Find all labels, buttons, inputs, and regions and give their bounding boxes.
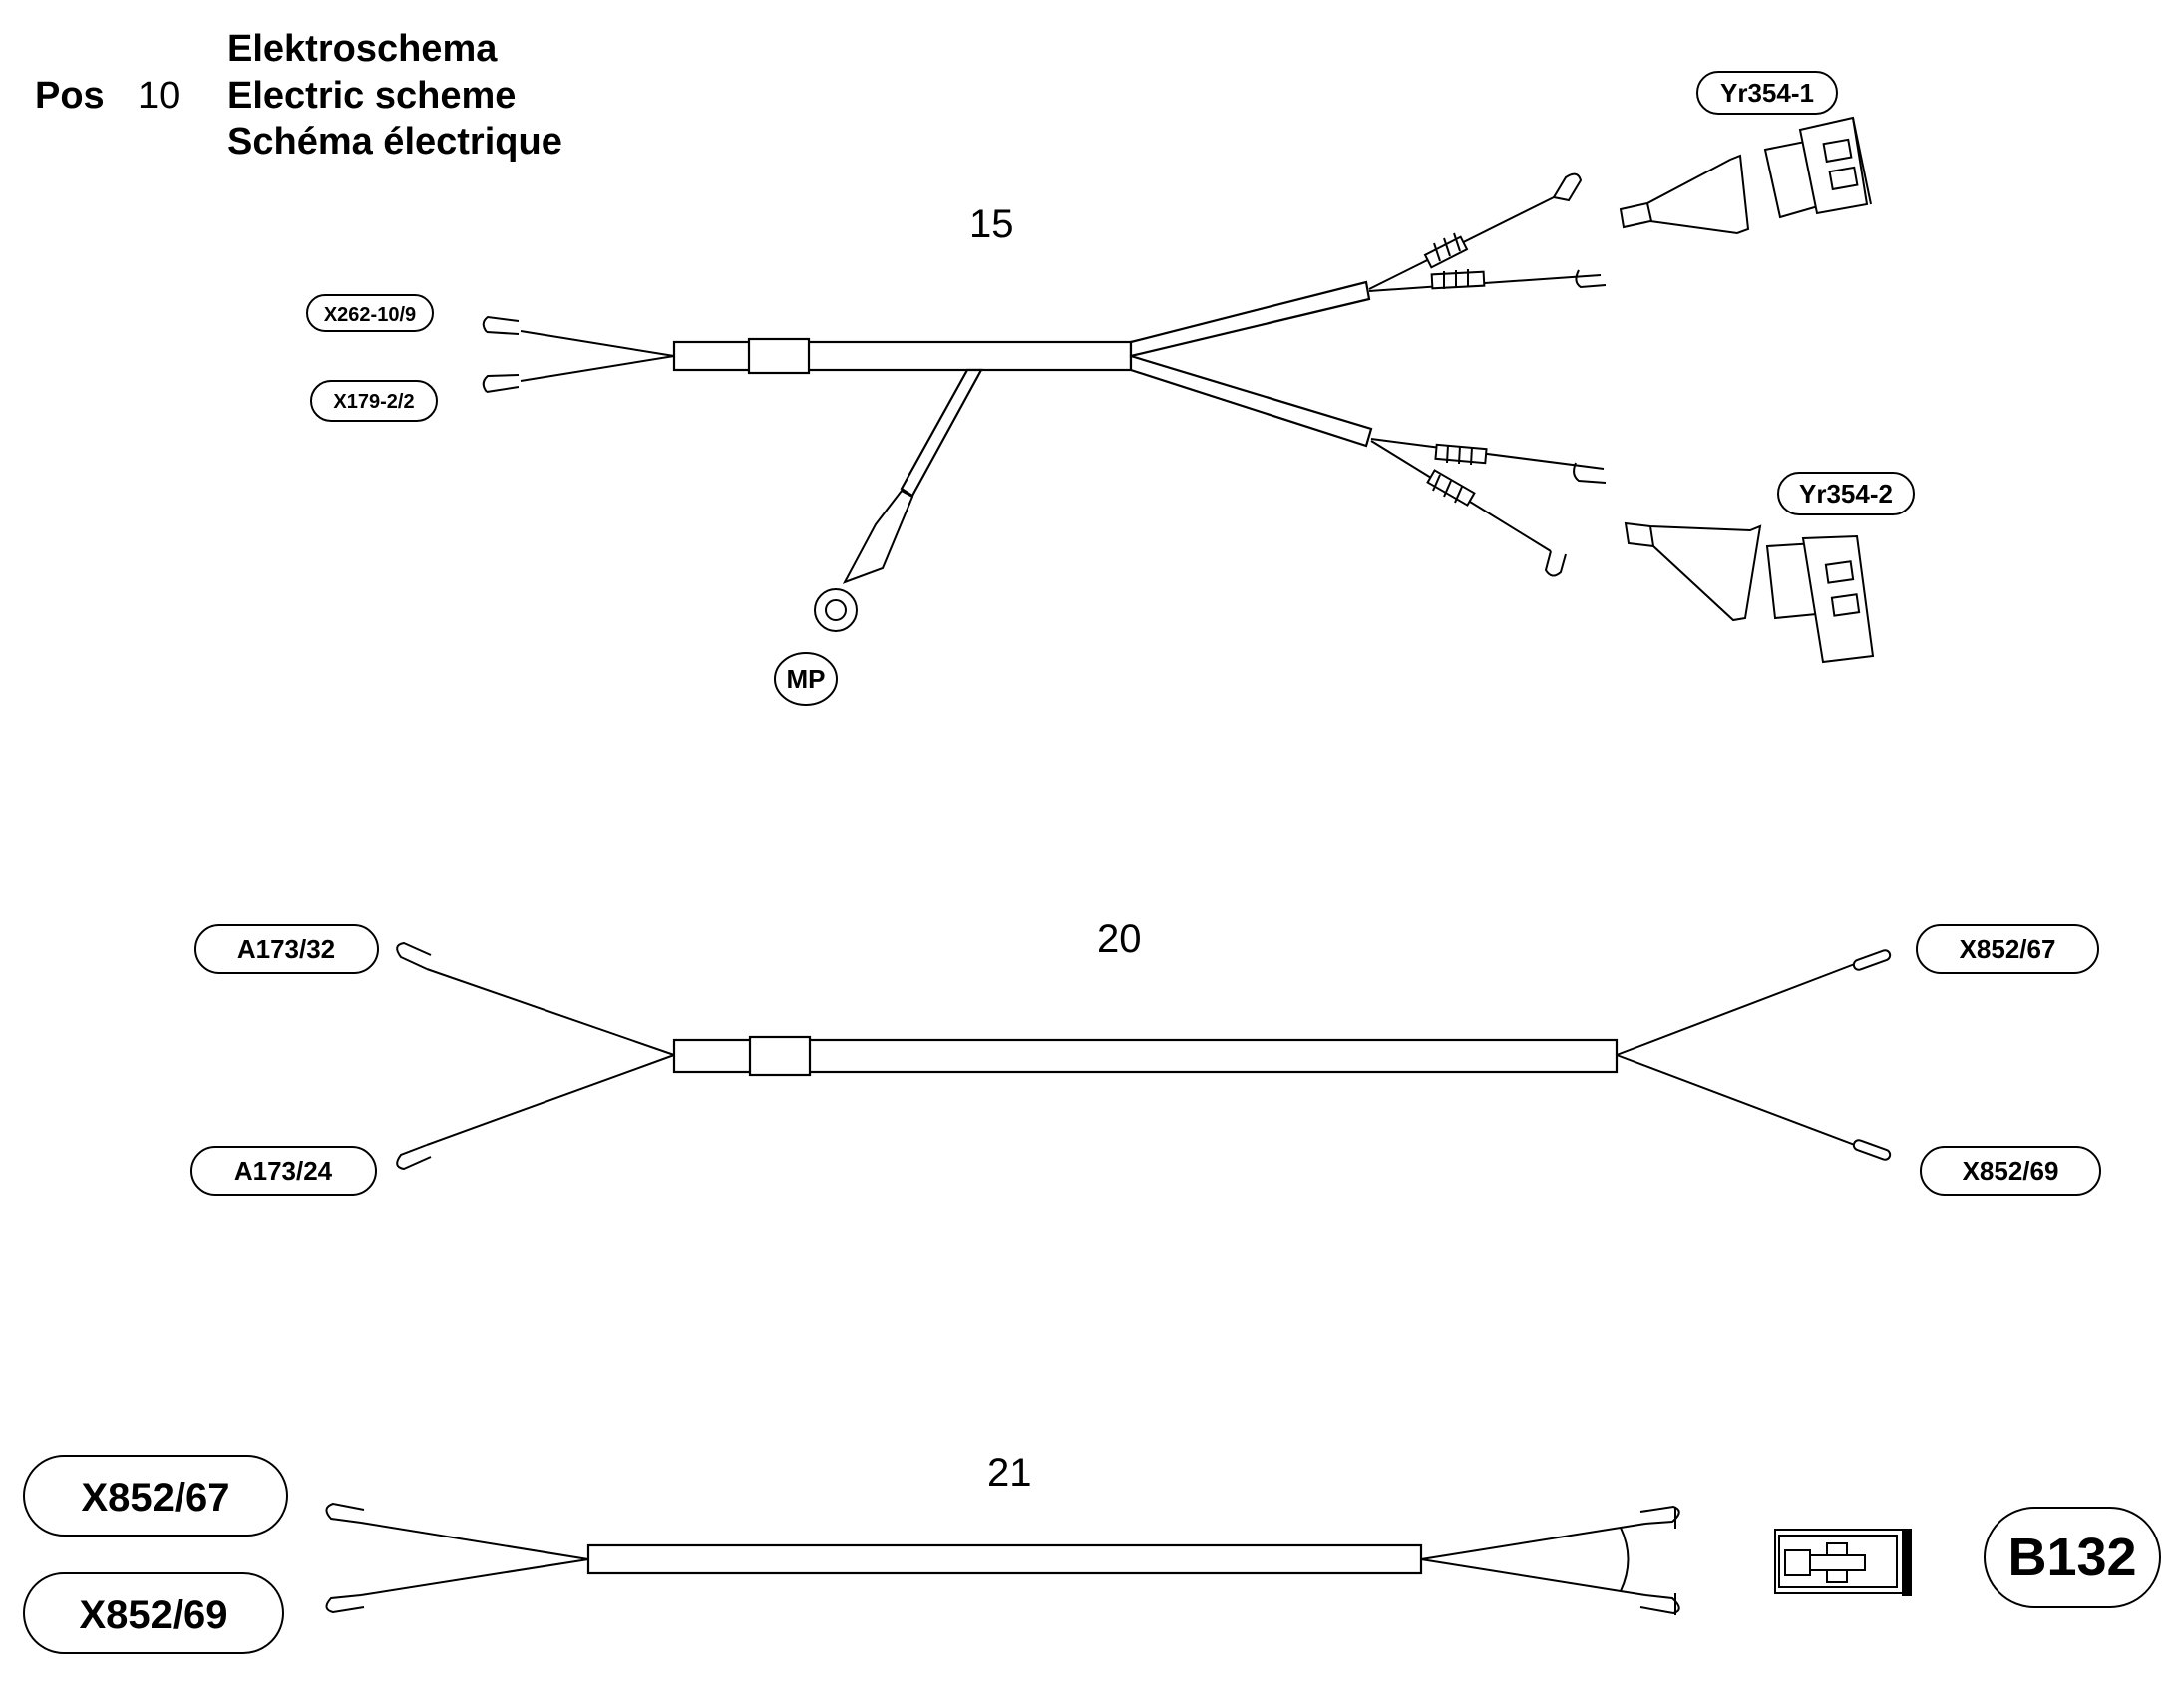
svg-text:Yr354-2: Yr354-2 bbox=[1799, 479, 1893, 509]
connector-yr354-2 bbox=[1624, 521, 1875, 664]
wire-terminal bbox=[1573, 462, 1607, 484]
wire bbox=[520, 355, 675, 382]
label-mp: MP bbox=[774, 652, 838, 706]
wire-ferrule bbox=[1852, 1139, 1892, 1161]
harness-15: 15 bbox=[306, 71, 1915, 706]
svg-text:B132: B132 bbox=[2007, 1528, 2136, 1587]
label-yr354-2: Yr354-2 bbox=[1777, 472, 1915, 515]
wire bbox=[1616, 1054, 1861, 1148]
title-nl: Elektroschema bbox=[227, 28, 498, 70]
wire bbox=[1370, 438, 1605, 470]
wire-terminal bbox=[1639, 1594, 1680, 1615]
wire bbox=[1616, 961, 1861, 1056]
svg-text:A173/24: A173/24 bbox=[234, 1156, 333, 1186]
label-x852-67: X852/67 bbox=[1916, 924, 2099, 974]
label-x852-67-large: X852/67 bbox=[23, 1455, 288, 1537]
title-fr: Schéma électrique bbox=[227, 121, 562, 163]
label-b132: B132 bbox=[1984, 1507, 2161, 1608]
ground-ring-inner bbox=[825, 599, 847, 621]
wire-terminal bbox=[325, 1594, 365, 1614]
svg-text:MP: MP bbox=[787, 664, 826, 694]
cable-trunk bbox=[672, 1038, 1619, 1074]
svg-text:X852/69: X852/69 bbox=[79, 1593, 227, 1637]
cable-trunk bbox=[672, 340, 1133, 372]
label-yr354-1: Yr354-1 bbox=[1696, 71, 1838, 115]
svg-text:X852/67: X852/67 bbox=[1960, 934, 2056, 964]
svg-text:Yr354-1: Yr354-1 bbox=[1720, 78, 1814, 108]
wire-bundle-arc bbox=[1620, 1527, 1630, 1592]
cable-branch-lower bbox=[1129, 354, 1373, 448]
label-x262-10-9: X262-10/9 bbox=[306, 294, 434, 332]
title-en: Electric scheme bbox=[227, 75, 516, 117]
wire-terminal bbox=[1639, 1505, 1680, 1525]
cable-trunk bbox=[586, 1543, 1423, 1575]
wire-terminal bbox=[486, 331, 520, 335]
svg-text:X262-10/9: X262-10/9 bbox=[324, 304, 416, 326]
harness-number: 21 bbox=[987, 1451, 1032, 1495]
wire bbox=[360, 1522, 589, 1560]
wire bbox=[1420, 1558, 1646, 1596]
label-a173-32: A173/32 bbox=[194, 924, 379, 974]
seal-group-lower bbox=[1426, 443, 1488, 507]
wire bbox=[426, 968, 675, 1056]
cable-sleeve bbox=[748, 1035, 812, 1077]
cable-branch-ground bbox=[900, 368, 983, 498]
wire bbox=[520, 330, 675, 357]
svg-text:X852/69: X852/69 bbox=[1963, 1156, 2059, 1186]
wire-terminal bbox=[482, 374, 520, 393]
header: Pos 10 Elektroschema Electric scheme Sch… bbox=[35, 28, 562, 163]
label-x852-69: X852/69 bbox=[1920, 1146, 2101, 1196]
ground-lug bbox=[842, 489, 914, 584]
wire-terminal bbox=[396, 1144, 432, 1171]
harness-number: 15 bbox=[969, 202, 1014, 246]
label-a173-24: A173/24 bbox=[190, 1146, 377, 1196]
harness-number: 20 bbox=[1097, 917, 1142, 961]
cable-sleeve bbox=[747, 337, 811, 375]
pos-number: 10 bbox=[138, 75, 180, 117]
wire-terminal bbox=[1575, 269, 1607, 289]
wire-terminal bbox=[1552, 172, 1583, 202]
svg-text:X179-2/2: X179-2/2 bbox=[333, 391, 414, 413]
wire-terminal bbox=[325, 1502, 365, 1524]
svg-text:X852/67: X852/67 bbox=[81, 1476, 229, 1520]
seal-group-upper bbox=[1423, 232, 1486, 290]
wire-terminal bbox=[1544, 550, 1567, 577]
label-x179-2-2: X179-2/2 bbox=[310, 380, 438, 422]
wire-terminal bbox=[486, 386, 520, 393]
label-x852-69-large: X852/69 bbox=[23, 1572, 284, 1654]
wire-terminal bbox=[396, 941, 432, 970]
wire bbox=[1420, 1523, 1646, 1560]
pos-label: Pos bbox=[35, 75, 105, 117]
connector-yr354-1 bbox=[1619, 116, 1872, 235]
wire-terminal bbox=[482, 315, 520, 333]
harness-20: 20 A173/32 A173/24 X852/67 X852/69 bbox=[190, 917, 2101, 1196]
harness-21: 21 X852/67 X852/69 bbox=[23, 1451, 2161, 1654]
wire bbox=[360, 1558, 589, 1596]
connector-b132 bbox=[1774, 1529, 1912, 1596]
wire bbox=[426, 1054, 675, 1146]
cable-branch-upper bbox=[1129, 280, 1371, 358]
svg-text:A173/32: A173/32 bbox=[237, 934, 335, 964]
wire-ferrule bbox=[1852, 949, 1892, 971]
